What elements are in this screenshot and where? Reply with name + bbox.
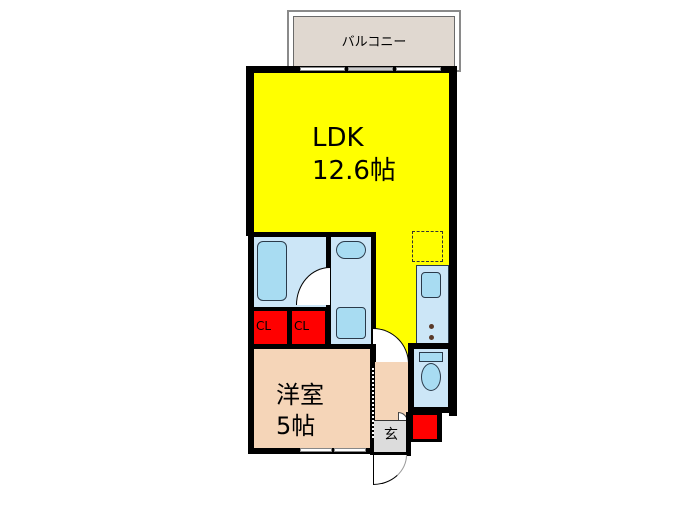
balcony-label: バルコニー [341,35,407,50]
window [348,67,393,71]
wall [406,412,411,456]
stove-burner-icon [429,324,434,329]
western-room [254,349,370,448]
wall [246,66,254,236]
western-room-size: 5帖 [276,412,316,440]
closet-1: CL [254,311,287,344]
toilet-bowl-icon [421,363,441,391]
entrance-label: 玄 [384,427,398,443]
toilet-tank-icon [419,352,443,362]
washing-machine-icon [336,307,366,339]
stove-burner-icon [429,335,434,340]
closet-1-label: CL [256,319,272,333]
closet-2-label: CL [294,319,310,333]
kitchen-sink-icon [421,272,441,298]
wall [449,66,457,416]
sliding-door [372,368,374,438]
ventilation-hood-icon [412,231,443,262]
western-room-label: 洋室 [276,381,324,409]
window [334,448,366,452]
shoe-closet-fill [413,415,437,439]
window [396,67,441,71]
entrance-door-swing-icon [373,455,407,485]
ldk-size: 12.6帖 [312,156,396,186]
entrance [374,420,408,456]
wash-basin-icon [336,241,366,259]
window [300,67,345,71]
window [300,448,332,452]
bathtub-icon [257,241,287,301]
closet-2: CL [292,311,325,344]
ldk-label: LDK [312,123,364,153]
wall [370,452,411,455]
balcony: バルコニー [287,10,461,72]
